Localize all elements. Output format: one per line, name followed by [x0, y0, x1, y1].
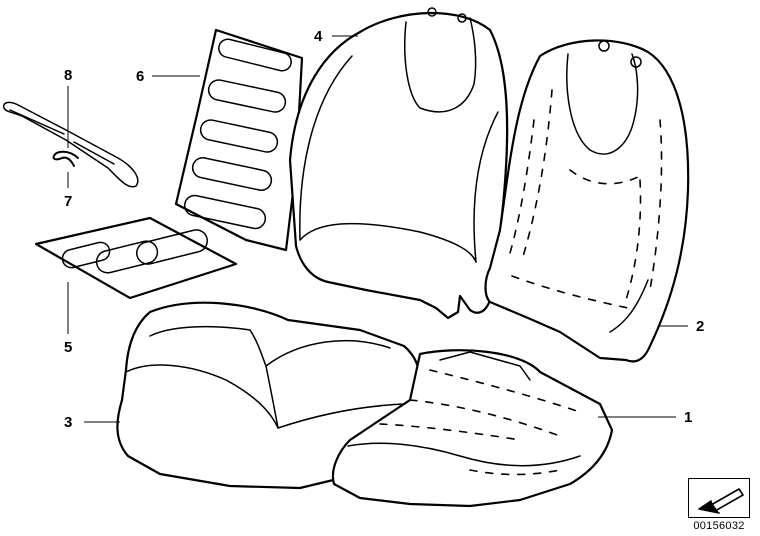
arrow-down-left-icon	[698, 488, 744, 514]
callout-3: 3	[64, 414, 72, 431]
callout-8: 8	[64, 67, 72, 84]
callout-4: 4	[314, 28, 323, 45]
callout-5: 5	[64, 339, 72, 356]
callout-6: 6	[136, 68, 144, 85]
leader-lines	[67, 35, 688, 423]
part-5-seat-heating-mat[interactable]	[34, 216, 238, 300]
part-8-wire[interactable]	[2, 101, 139, 188]
orientation-badge	[688, 478, 750, 518]
diagram-code: 00156032	[693, 520, 745, 532]
part-2-backrest-foam-pad[interactable]	[484, 39, 690, 363]
part-1-seat-foam-pad[interactable]	[331, 349, 614, 508]
callout-2: 2	[696, 318, 704, 335]
part-4-backrest-cover[interactable]	[288, 7, 509, 320]
part-7-clip[interactable]	[52, 150, 79, 167]
callout-labels: 1 2 3 4 5 6 7 8	[64, 28, 704, 431]
callout-7: 7	[64, 193, 72, 210]
part-6-backrest-heating-mat[interactable]	[174, 28, 304, 252]
callout-1: 1	[684, 409, 692, 426]
